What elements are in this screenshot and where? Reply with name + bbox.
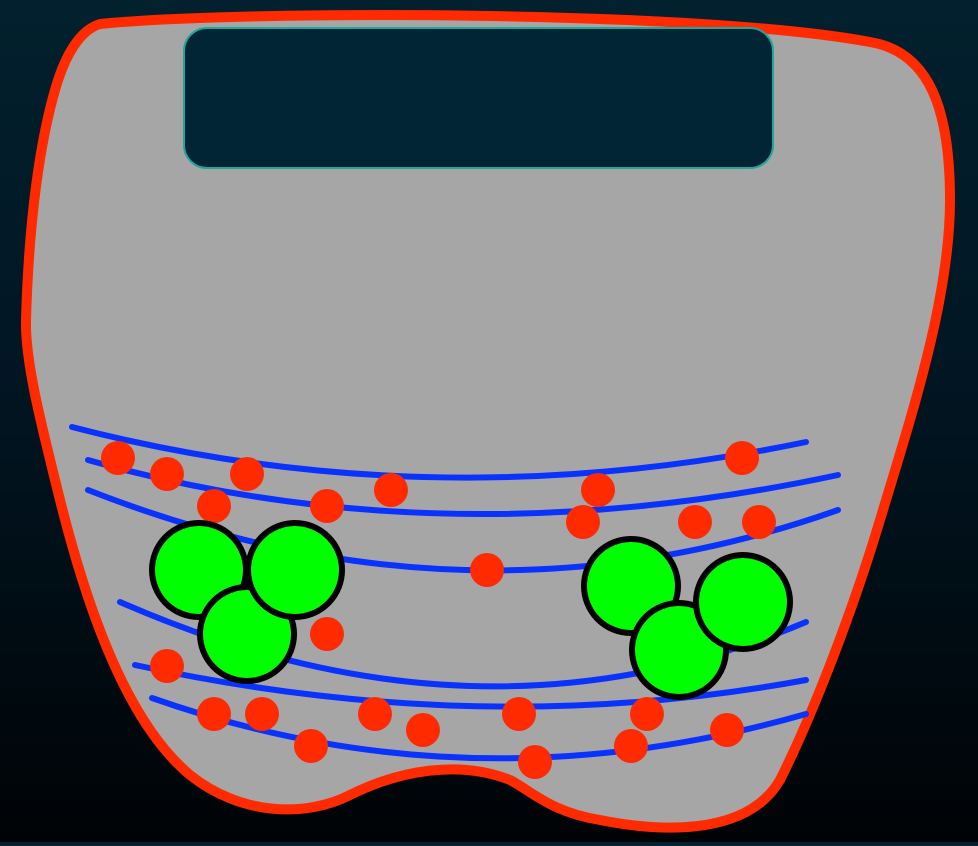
small-particle-11 (742, 505, 776, 539)
small-particle-14 (150, 649, 184, 683)
small-particle-3 (230, 457, 264, 491)
title-box (183, 27, 774, 169)
small-particle-10 (678, 505, 712, 539)
small-particle-2 (150, 457, 184, 491)
small-particle-9 (566, 505, 600, 539)
small-particle-7 (581, 473, 615, 507)
small-particle-20 (502, 697, 536, 731)
small-particle-5 (310, 489, 344, 523)
small-particle-1 (101, 441, 135, 475)
small-particle-4 (197, 489, 231, 523)
small-particle-12 (470, 553, 504, 587)
large-particle-3 (248, 523, 342, 617)
small-particle-13 (310, 617, 344, 651)
large-particle-6 (696, 555, 790, 649)
small-particle-18 (294, 729, 328, 763)
small-particle-21 (518, 745, 552, 779)
small-particle-16 (245, 697, 279, 731)
small-particle-23 (630, 697, 664, 731)
small-particle-15 (197, 697, 231, 731)
small-particle-6 (374, 473, 408, 507)
small-particle-19 (406, 713, 440, 747)
small-particle-8 (725, 441, 759, 475)
small-particle-17 (358, 697, 392, 731)
small-particle-24 (710, 713, 744, 747)
small-particle-22 (614, 729, 648, 763)
